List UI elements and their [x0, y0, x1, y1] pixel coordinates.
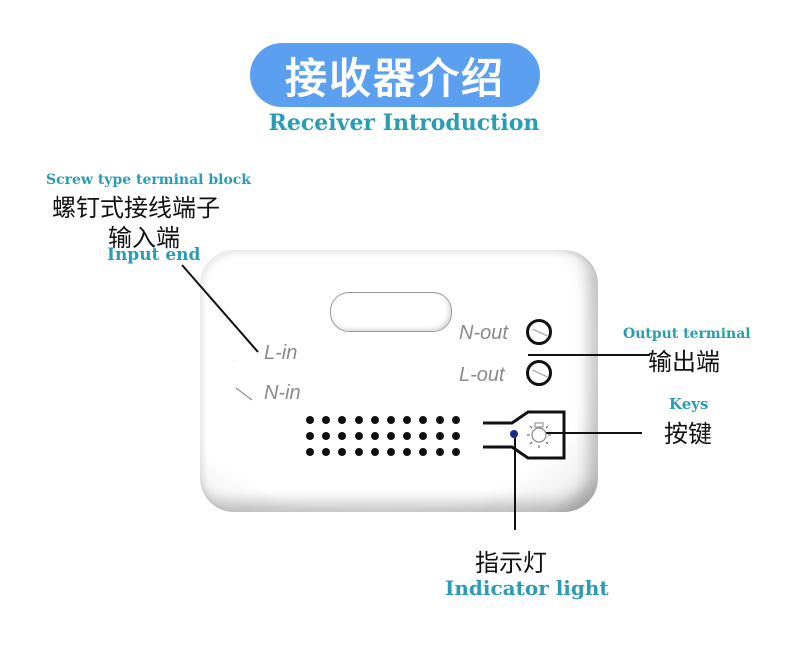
l-out-screw-icon — [526, 360, 552, 386]
output-label-en: Output terminal — [623, 326, 751, 342]
input-screws — [230, 340, 253, 403]
light-bulb-icon[interactable] — [524, 418, 556, 452]
speaker-grille — [306, 416, 468, 456]
indicator-label-cn: 指示灯 — [475, 549, 547, 577]
keys-label-en: Keys — [669, 395, 709, 413]
indicator-label-en: Indicator light — [445, 576, 609, 600]
device-slot — [330, 292, 452, 332]
n-out-screw-icon — [526, 319, 552, 345]
terminal-l-out: L-out — [459, 364, 505, 386]
terminal-n-out: N-out — [459, 322, 508, 344]
input-label-cn-1: 螺钉式接线端子 — [52, 194, 220, 222]
subtitle-en: Receiver Introduction — [268, 110, 540, 136]
indicator-led — [510, 430, 518, 438]
terminal-l-in: L-in — [264, 342, 298, 364]
title-banner: 接收器介绍 — [250, 43, 540, 107]
input-label-en-bottom: Input end — [107, 245, 201, 265]
input-label-en-top: Screw type terminal block — [46, 172, 252, 188]
terminal-n-in: N-in — [264, 382, 301, 404]
output-label-cn: 输出端 — [648, 348, 720, 376]
title-cn: 接收器介绍 — [284, 53, 505, 103]
keys-label-cn: 按键 — [664, 420, 712, 448]
n-in-screw-icon — [233, 376, 248, 403]
input-label-cn-2: 输入端 — [108, 224, 180, 252]
l-in-screw-icon — [230, 340, 244, 366]
